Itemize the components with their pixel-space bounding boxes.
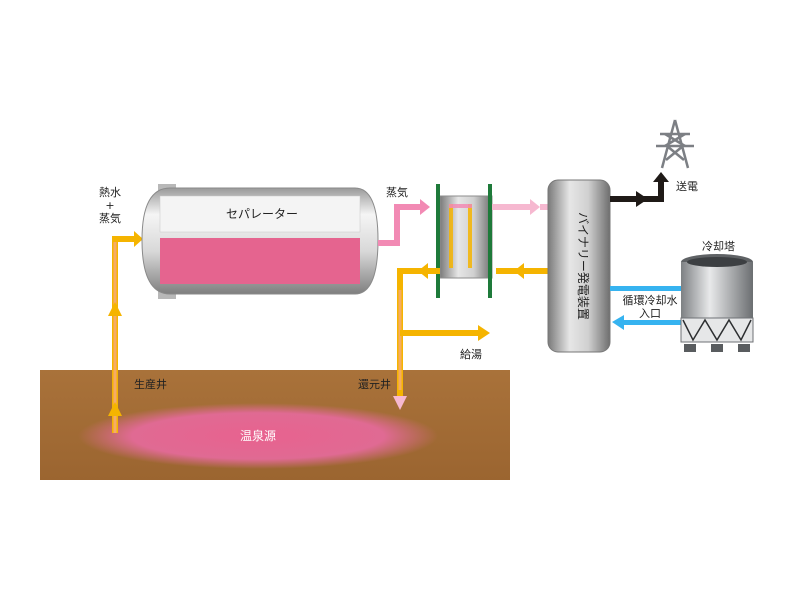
reinjection-well-label: 還元井 bbox=[358, 377, 391, 391]
working-fluid-out bbox=[492, 199, 554, 215]
cooling-tower bbox=[680, 254, 754, 352]
hot-spring-source-label: 温泉源 bbox=[240, 429, 276, 443]
steam-pipe bbox=[378, 199, 430, 246]
cooling-water-lines bbox=[610, 286, 682, 330]
binary-generator-label: バイナリー発電装置 bbox=[576, 212, 590, 320]
hot-water-return-pipe bbox=[393, 263, 490, 410]
hot-spring-reservoir bbox=[78, 403, 438, 469]
cooling-water-inlet-label-1: 循環冷却水 bbox=[623, 294, 678, 307]
production-well-pipe bbox=[108, 231, 143, 433]
hot-water-steam-label: 蒸気 bbox=[99, 211, 121, 225]
separator-label: セパレーター bbox=[226, 207, 298, 221]
hot-water-supply-label: 給湯 bbox=[460, 347, 482, 361]
production-well-label: 生産井 bbox=[134, 377, 167, 391]
separator-tank bbox=[141, 184, 379, 299]
power-output-line bbox=[610, 172, 669, 207]
working-fluid-return bbox=[496, 263, 554, 279]
transmission-tower-icon bbox=[656, 119, 694, 169]
power-transmission-label: 送電 bbox=[676, 179, 698, 193]
cooling-water-inlet-label-2: 入口 bbox=[639, 307, 661, 320]
cooling-tower-label: 冷却塔 bbox=[702, 240, 735, 253]
steam-label: 蒸気 bbox=[386, 185, 408, 199]
hot-water-plus: + bbox=[105, 199, 114, 212]
binary-generator-unit bbox=[547, 179, 611, 353]
heat-exchanger bbox=[436, 184, 493, 298]
hot-water-label: 熱水 bbox=[99, 186, 121, 199]
